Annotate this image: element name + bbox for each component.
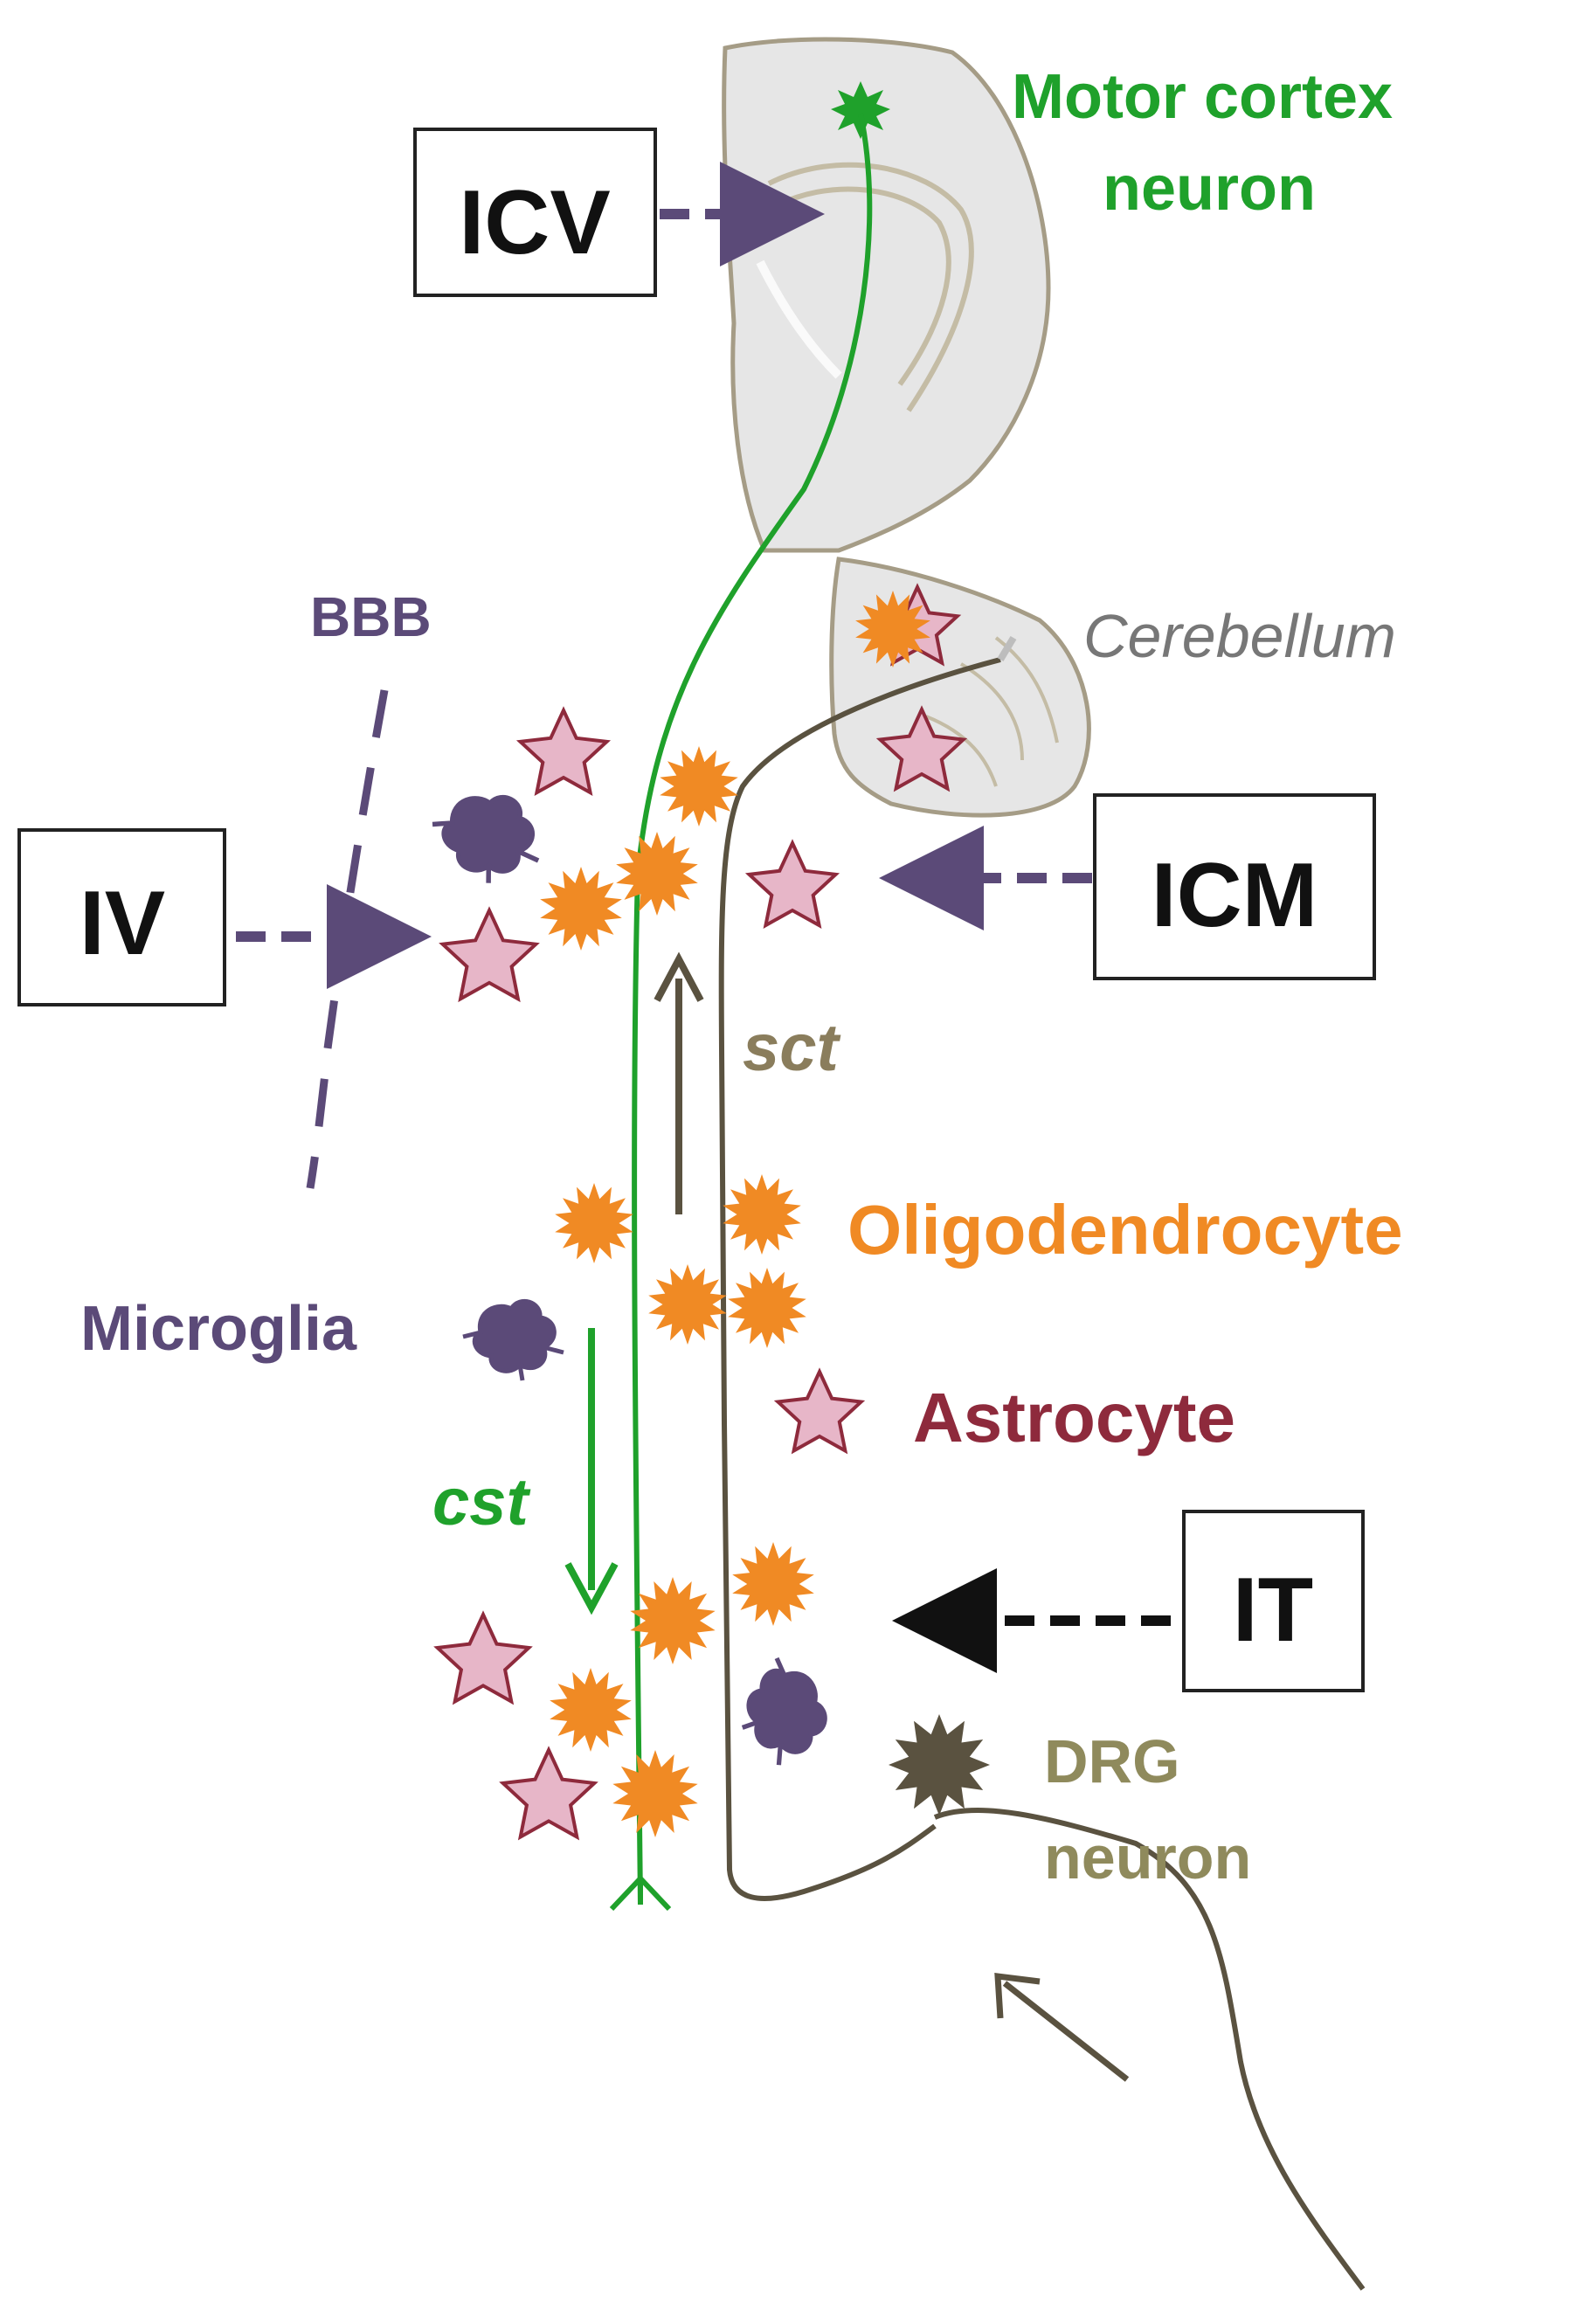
oligodendrocyte-icon (550, 1668, 632, 1752)
brain-outline (722, 37, 1051, 553)
oligodendrocyte-icon (540, 867, 622, 951)
sct-label: sct (743, 1011, 841, 1085)
astrocyte-icon (499, 1746, 598, 1841)
astrocyte-icon (773, 1367, 866, 1455)
astrocyte-icon (875, 705, 968, 792)
oligodendrocyte-icon (555, 1183, 633, 1263)
oligodendrocyte-icon (723, 1174, 801, 1255)
cerebellum-label: Cerebellum (1083, 602, 1396, 670)
oligodendrocyte-icon (612, 1750, 698, 1837)
icv-box: ICV (413, 128, 657, 297)
it-box: IT (1182, 1510, 1365, 1692)
oligodendrocyte-icon (616, 832, 698, 916)
cell-layer (432, 583, 990, 1841)
astrocyte-icon (433, 1610, 533, 1705)
icm-box: ICM (1093, 793, 1376, 980)
drg-neuron-icon (889, 1714, 990, 1816)
brain-ventricle (767, 162, 974, 412)
microglia-label: Microglia (80, 1294, 357, 1364)
it-label: IT (1233, 1560, 1313, 1661)
iv-box: IV (17, 828, 226, 1006)
oligodendrocyte-icon (855, 591, 930, 667)
motor-cortex-label-2: neuron (1103, 154, 1316, 224)
astrocyte-icon (744, 839, 840, 929)
icv-label: ICV (459, 172, 610, 273)
cerebellum-outline (829, 557, 1091, 818)
bbb-line (306, 689, 389, 1189)
oligodendrocyte-icon (728, 1268, 806, 1348)
cerebellum-terminal (997, 635, 1017, 662)
astrocyte-icon (515, 706, 612, 796)
cst-label: cst (432, 1465, 531, 1539)
oligodendrocyte-icon (630, 1577, 716, 1664)
drg-label-1: DRG (1044, 1727, 1180, 1795)
motor-neuron-icon (831, 81, 890, 139)
afferent-arrow (1002, 1981, 1130, 2082)
oligodendrocyte-label: Oligodendrocyte (847, 1191, 1403, 1269)
icm-label: ICM (1152, 845, 1318, 946)
microglia-icon (462, 1298, 564, 1381)
corticospinal-terminal (609, 1876, 672, 1912)
bbb-label: BBB (310, 585, 432, 648)
corticospinal-tract (632, 113, 873, 1906)
spinocerebellar-tract (718, 657, 1001, 1901)
motor-cortex-label-1: Motor cortex (1012, 62, 1393, 132)
microglia-icon (741, 1657, 827, 1766)
microglia-icon (432, 794, 540, 883)
drg-label-2: neuron (1044, 1823, 1251, 1892)
oligodendrocyte-icon (660, 746, 738, 827)
astrocyte-label: Astrocyte (913, 1379, 1235, 1456)
sensory-fiber (933, 1808, 1366, 2291)
astrocyte-icon (439, 906, 540, 1003)
oligodendrocyte-icon (648, 1264, 727, 1345)
oligodendrocyte-icon (732, 1542, 814, 1626)
brain-ventricle-inner (756, 259, 842, 379)
iv-label: IV (80, 873, 165, 974)
